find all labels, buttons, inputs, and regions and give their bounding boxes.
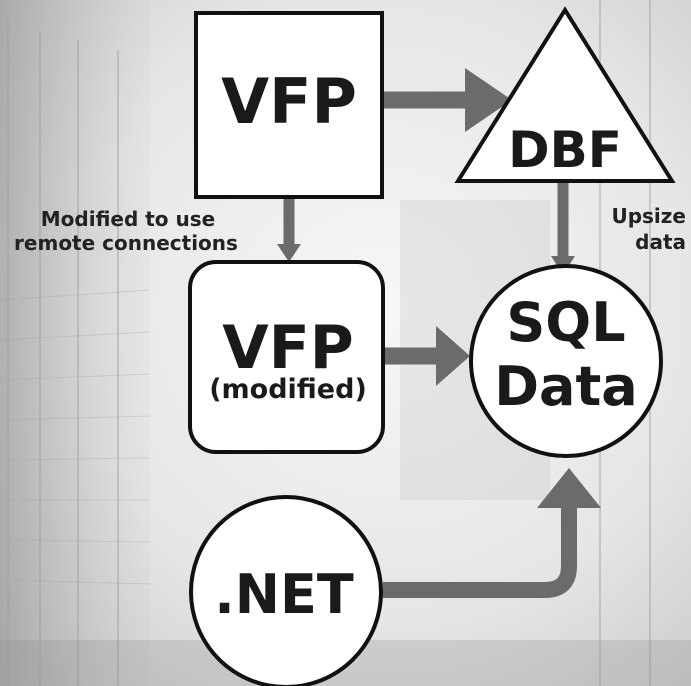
sql-data-circle [469, 264, 663, 458]
sql-data-line2: Data [494, 355, 638, 418]
vfp-label: VFP [221, 65, 357, 138]
annotation-upsize: Upsize data [611, 204, 686, 254]
arrow-dotnet-to-sql [383, 505, 577, 598]
dotnet-circle [189, 495, 383, 686]
vfp-box [194, 11, 384, 199]
vfp-modified-label: VFP [222, 313, 353, 383]
dotnet-node: .NET [189, 495, 383, 686]
vfp-node: VFP [194, 11, 384, 199]
arrowhead-vfp-modified [277, 244, 301, 262]
vfp-modified-box [188, 260, 385, 454]
sql-data-line1: SQL [506, 291, 625, 354]
connectors [283, 91, 577, 598]
dbf-triangle [454, 6, 676, 183]
arrowhead-sql-left [436, 326, 470, 386]
dbf-node: DBF [454, 6, 676, 183]
dbf-label: DBF [508, 121, 622, 179]
annotation-modified: Modified to use remote connections [14, 207, 238, 255]
vfp-modified-sublabel: (modified) [209, 374, 367, 405]
annotation-upsize-line2: data [635, 230, 686, 254]
annotation-upsize-line1: Upsize [611, 204, 686, 228]
arrowhead-sql-bottom [537, 468, 601, 508]
annotation-modified-line2: remote connections [14, 231, 238, 255]
sql-data-node: SQL Data [469, 264, 663, 458]
annotation-modified-line1: Modified to use [41, 207, 215, 231]
dotnet-label: .NET [214, 563, 354, 626]
vfp-modified-node: VFP (modified) [188, 260, 385, 454]
arrowheads [277, 68, 601, 508]
arrowhead-dbf [465, 68, 512, 132]
